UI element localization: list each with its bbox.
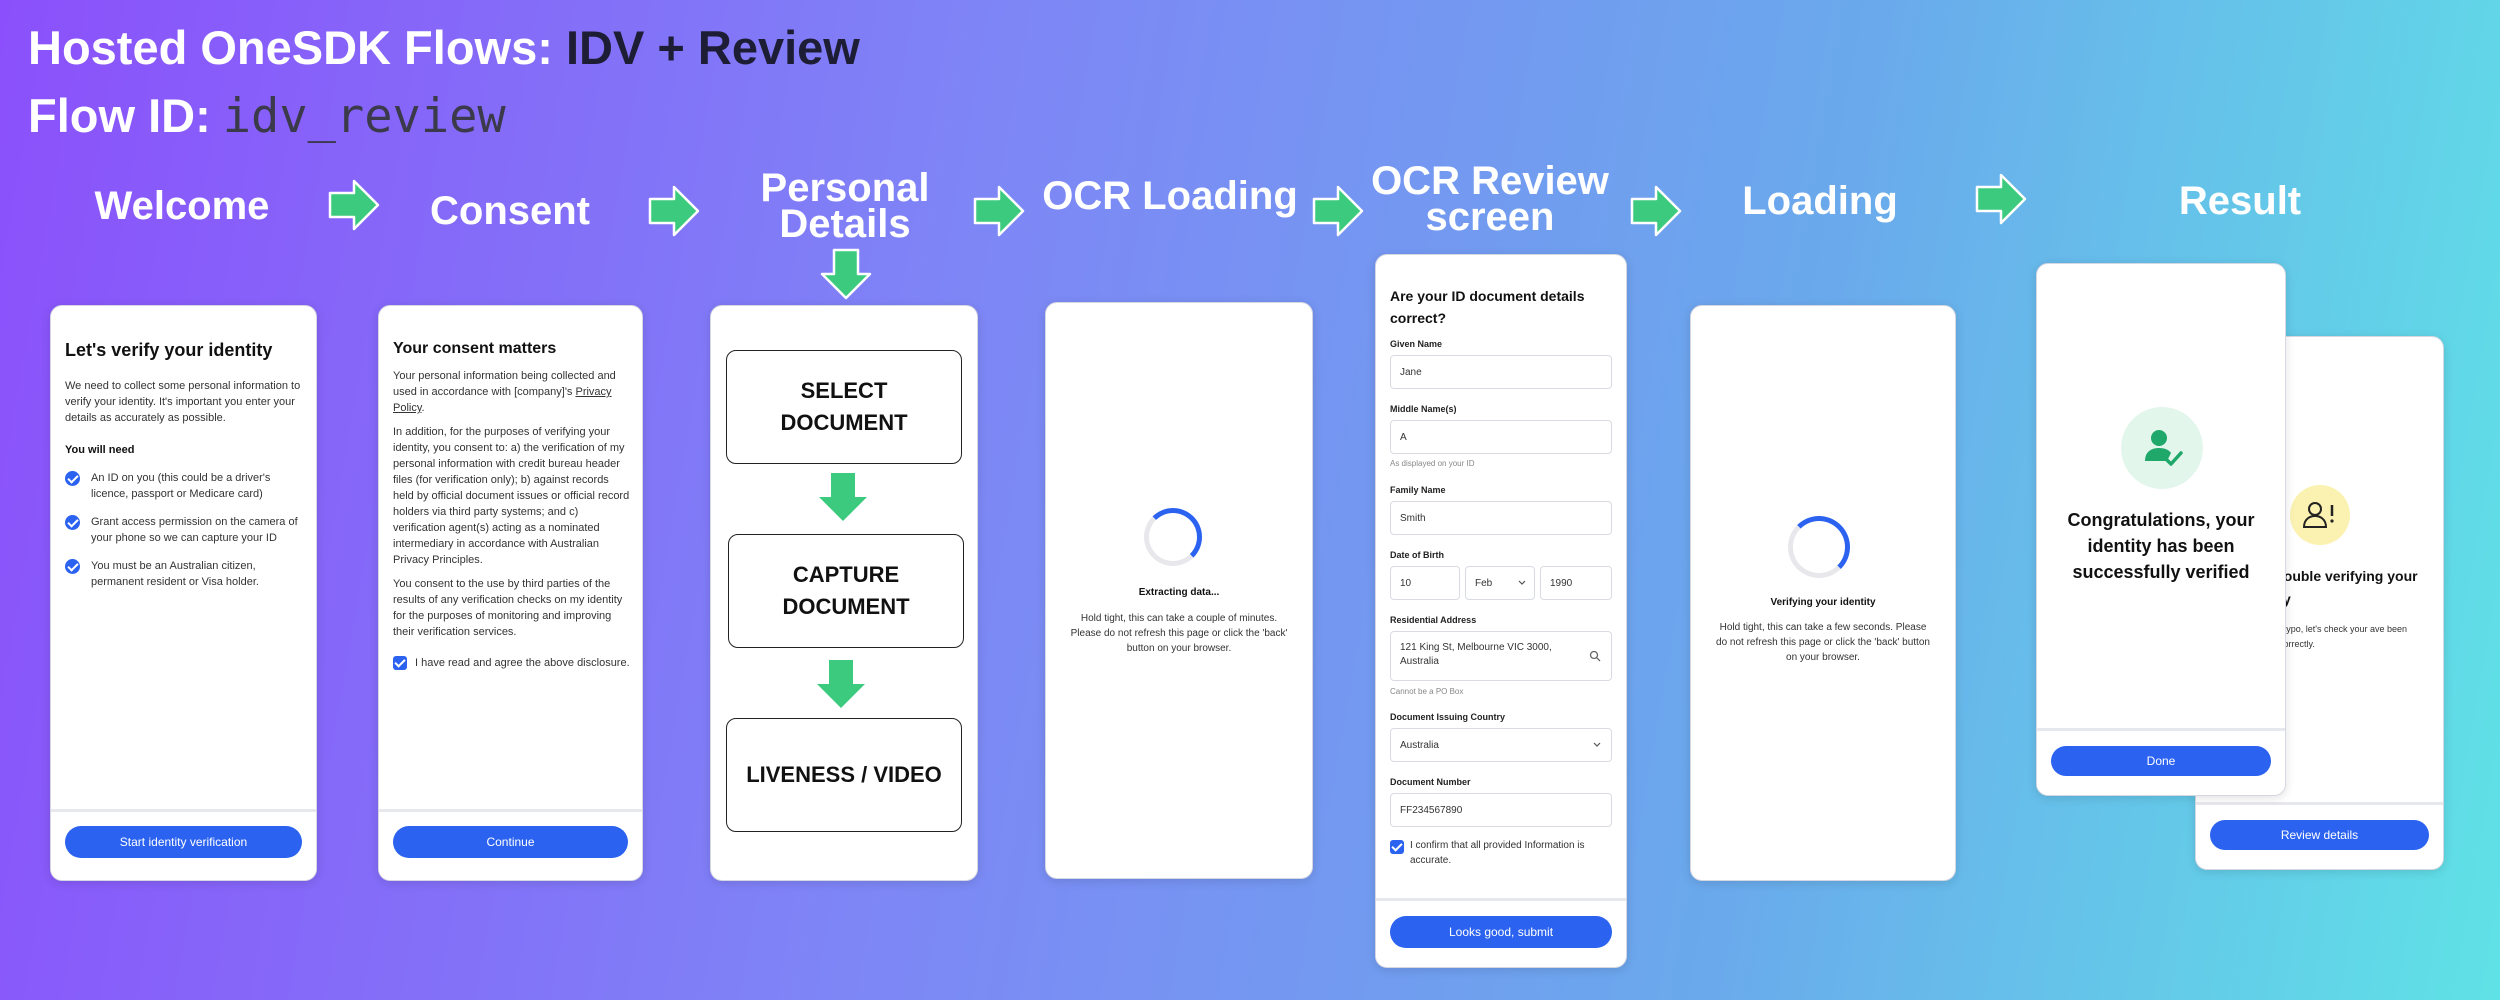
flow-arrow-right-icon: [973, 185, 1025, 237]
card-footer: Looks good, submit: [1376, 898, 1626, 967]
document-number-label: Document Number: [1390, 777, 1471, 787]
country-select[interactable]: Australia: [1390, 728, 1612, 762]
consent-p3: You consent to the use by third parties …: [393, 578, 623, 638]
user-warning-icon: [2290, 485, 2350, 545]
consent-card: Your consent matters Your personal infor…: [378, 305, 643, 881]
consent-p2: In addition, for the purposes of verifyi…: [393, 426, 630, 566]
loading-spinner-icon: [1144, 508, 1202, 566]
needs-heading: You will need: [65, 444, 135, 456]
card-footer: Done: [2037, 728, 2285, 795]
search-icon: [1589, 650, 1601, 662]
dob-day-field[interactable]: 10: [1390, 566, 1460, 600]
liveness-video-step: LIVENESS / VIDEO: [726, 718, 962, 832]
address-hint: Cannot be a PO Box: [1390, 687, 1464, 696]
done-button[interactable]: Done: [2051, 746, 2271, 776]
check-icon: [65, 471, 80, 486]
chevron-down-icon: [1518, 580, 1526, 585]
card-footer: Start identity verification: [51, 809, 316, 880]
stage-consent: Consent: [430, 189, 590, 233]
country-label: Document Issuing Country: [1390, 712, 1506, 722]
need-item: You must be an Australian citizen, perma…: [91, 560, 259, 588]
family-name-label: Family Name: [1390, 485, 1446, 495]
flow-arrow-right-icon: [1630, 185, 1682, 237]
flow-arrow-down-icon: [817, 660, 865, 708]
stage-result: Result: [2178, 179, 2302, 223]
welcome-card: Let's verify your identity We need to co…: [50, 305, 317, 881]
user-check-icon: [2121, 407, 2203, 489]
result-success-card: Congratulations, your identity has been …: [2036, 263, 2286, 796]
stage-ocr-loading: OCR Loading: [1042, 174, 1298, 218]
stage-welcome: Welcome: [94, 184, 270, 228]
address-label: Residential Address: [1390, 615, 1477, 625]
confirm-label: I confirm that all provided Information …: [1410, 840, 1585, 866]
ocr-review-title: Are your ID document details correct?: [1390, 288, 1585, 326]
start-verification-button[interactable]: Start identity verification: [65, 826, 302, 858]
review-details-button[interactable]: Review details: [2210, 820, 2429, 850]
submit-button[interactable]: Looks good, submit: [1390, 916, 1612, 948]
document-number-field[interactable]: FF234567890: [1390, 793, 1612, 827]
success-message: Congratulations, your identity has been …: [2067, 510, 2255, 582]
flow-arrow-right-icon: [648, 185, 700, 237]
loading-card: Verifying your identity Hold tight, this…: [1690, 305, 1956, 881]
ocr-loading-text: Hold tight, this can take a couple of mi…: [1070, 613, 1288, 654]
ocr-review-card: Are your ID document details correct? Gi…: [1375, 254, 1627, 968]
ocr-loading-card: Extracting data... Hold tight, this can …: [1045, 302, 1313, 879]
middle-name-label: Middle Name(s): [1390, 404, 1457, 414]
welcome-title: Let's verify your identity: [65, 340, 273, 360]
flow-arrow-right-icon: [328, 179, 380, 231]
given-name-field[interactable]: Jane: [1390, 355, 1612, 389]
confirm-checkbox[interactable]: [1390, 840, 1404, 854]
consent-title: Your consent matters: [393, 340, 557, 357]
stage-loading: Loading: [1742, 179, 1898, 223]
dob-label: Date of Birth: [1390, 550, 1444, 560]
card-footer: Continue: [379, 809, 642, 880]
consent-p1: Your personal information being collecte…: [393, 370, 616, 414]
need-item: An ID on you (this could be a driver's l…: [91, 472, 271, 500]
welcome-intro: We need to collect some personal informa…: [65, 380, 301, 424]
check-icon: [65, 515, 80, 530]
stage-personal-details: Personal Details: [760, 166, 930, 246]
flow-arrow-down-icon: [819, 473, 867, 521]
stage-ocr-review: OCR Review screen: [1371, 159, 1609, 239]
privacy-policy-link[interactable]: Privacy Policy: [393, 386, 612, 414]
continue-button[interactable]: Continue: [393, 826, 628, 858]
consent-checkbox[interactable]: [393, 656, 407, 670]
chevron-down-icon: [1593, 742, 1601, 747]
dob-year-field[interactable]: 1990: [1540, 566, 1612, 600]
ocr-loading-title: Extracting data...: [1138, 587, 1220, 598]
family-name-field[interactable]: Smith: [1390, 501, 1612, 535]
need-item: Grant access permission on the camera of…: [91, 516, 298, 544]
check-icon: [65, 559, 80, 574]
page-title: Hosted OneSDK Flows: IDV + Review: [28, 21, 860, 74]
flow-arrow-right-icon: [1975, 173, 2027, 225]
loading-title: Verifying your identity: [1770, 597, 1876, 608]
dob-month-select[interactable]: Feb: [1465, 566, 1535, 600]
loading-text: Hold tight, this can take a few seconds.…: [1716, 622, 1930, 663]
card-footer: Review details: [2196, 802, 2443, 869]
address-field[interactable]: 121 King St, Melbourne VIC 3000, Austral…: [1390, 631, 1612, 681]
flow-arrow-right-icon: [1312, 185, 1364, 237]
middle-name-field[interactable]: A: [1390, 420, 1612, 454]
flow-arrow-down-icon: [820, 248, 872, 300]
middle-name-hint: As displayed on your ID: [1390, 459, 1475, 468]
consent-checkbox-label: I have read and agree the above disclosu…: [415, 657, 630, 669]
flow-id: Flow ID:idv_review: [28, 89, 506, 144]
given-name-label: Given Name: [1390, 339, 1443, 349]
loading-spinner-icon: [1788, 516, 1850, 578]
